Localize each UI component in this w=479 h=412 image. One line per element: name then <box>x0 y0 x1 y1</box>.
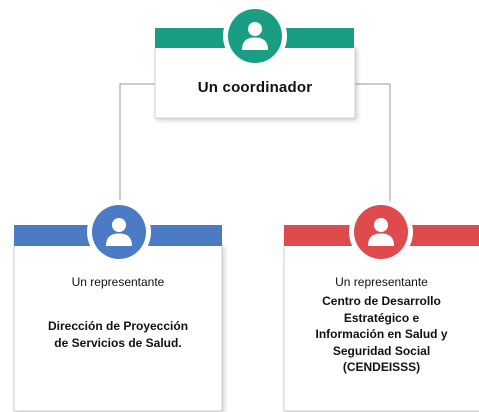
right-card-box <box>283 244 479 412</box>
left-org-line: de Servicios de Salud. <box>54 336 182 350</box>
right-org-line: Centro de Desarrollo <box>322 294 441 308</box>
connector-coordinator-left <box>119 83 155 226</box>
right-org-line: Seguridad Social <box>332 343 431 358</box>
right-org-line: Información en Salud y <box>315 327 448 341</box>
left-org-line: Dirección de Proyección <box>47 319 189 333</box>
right-role-label: Un representante <box>335 275 428 289</box>
connector-coordinator-right <box>354 83 391 226</box>
right-representative-card <box>283 200 479 412</box>
left-card-box <box>13 244 223 412</box>
coordinator-title: Un coordinador <box>197 79 313 96</box>
coordinator-card <box>154 4 356 119</box>
right-org-name: Centro de Desarrollo Estratégico e Infor… <box>284 293 479 376</box>
right-org-line: Estratégico e <box>343 310 420 325</box>
left-role-label: Un representante <box>71 275 165 289</box>
right-org-line: (CENDEISSS) <box>342 360 421 374</box>
left-org-name: Dirección de Proyección de Servicios de … <box>14 318 222 352</box>
left-representative-card <box>13 200 223 412</box>
